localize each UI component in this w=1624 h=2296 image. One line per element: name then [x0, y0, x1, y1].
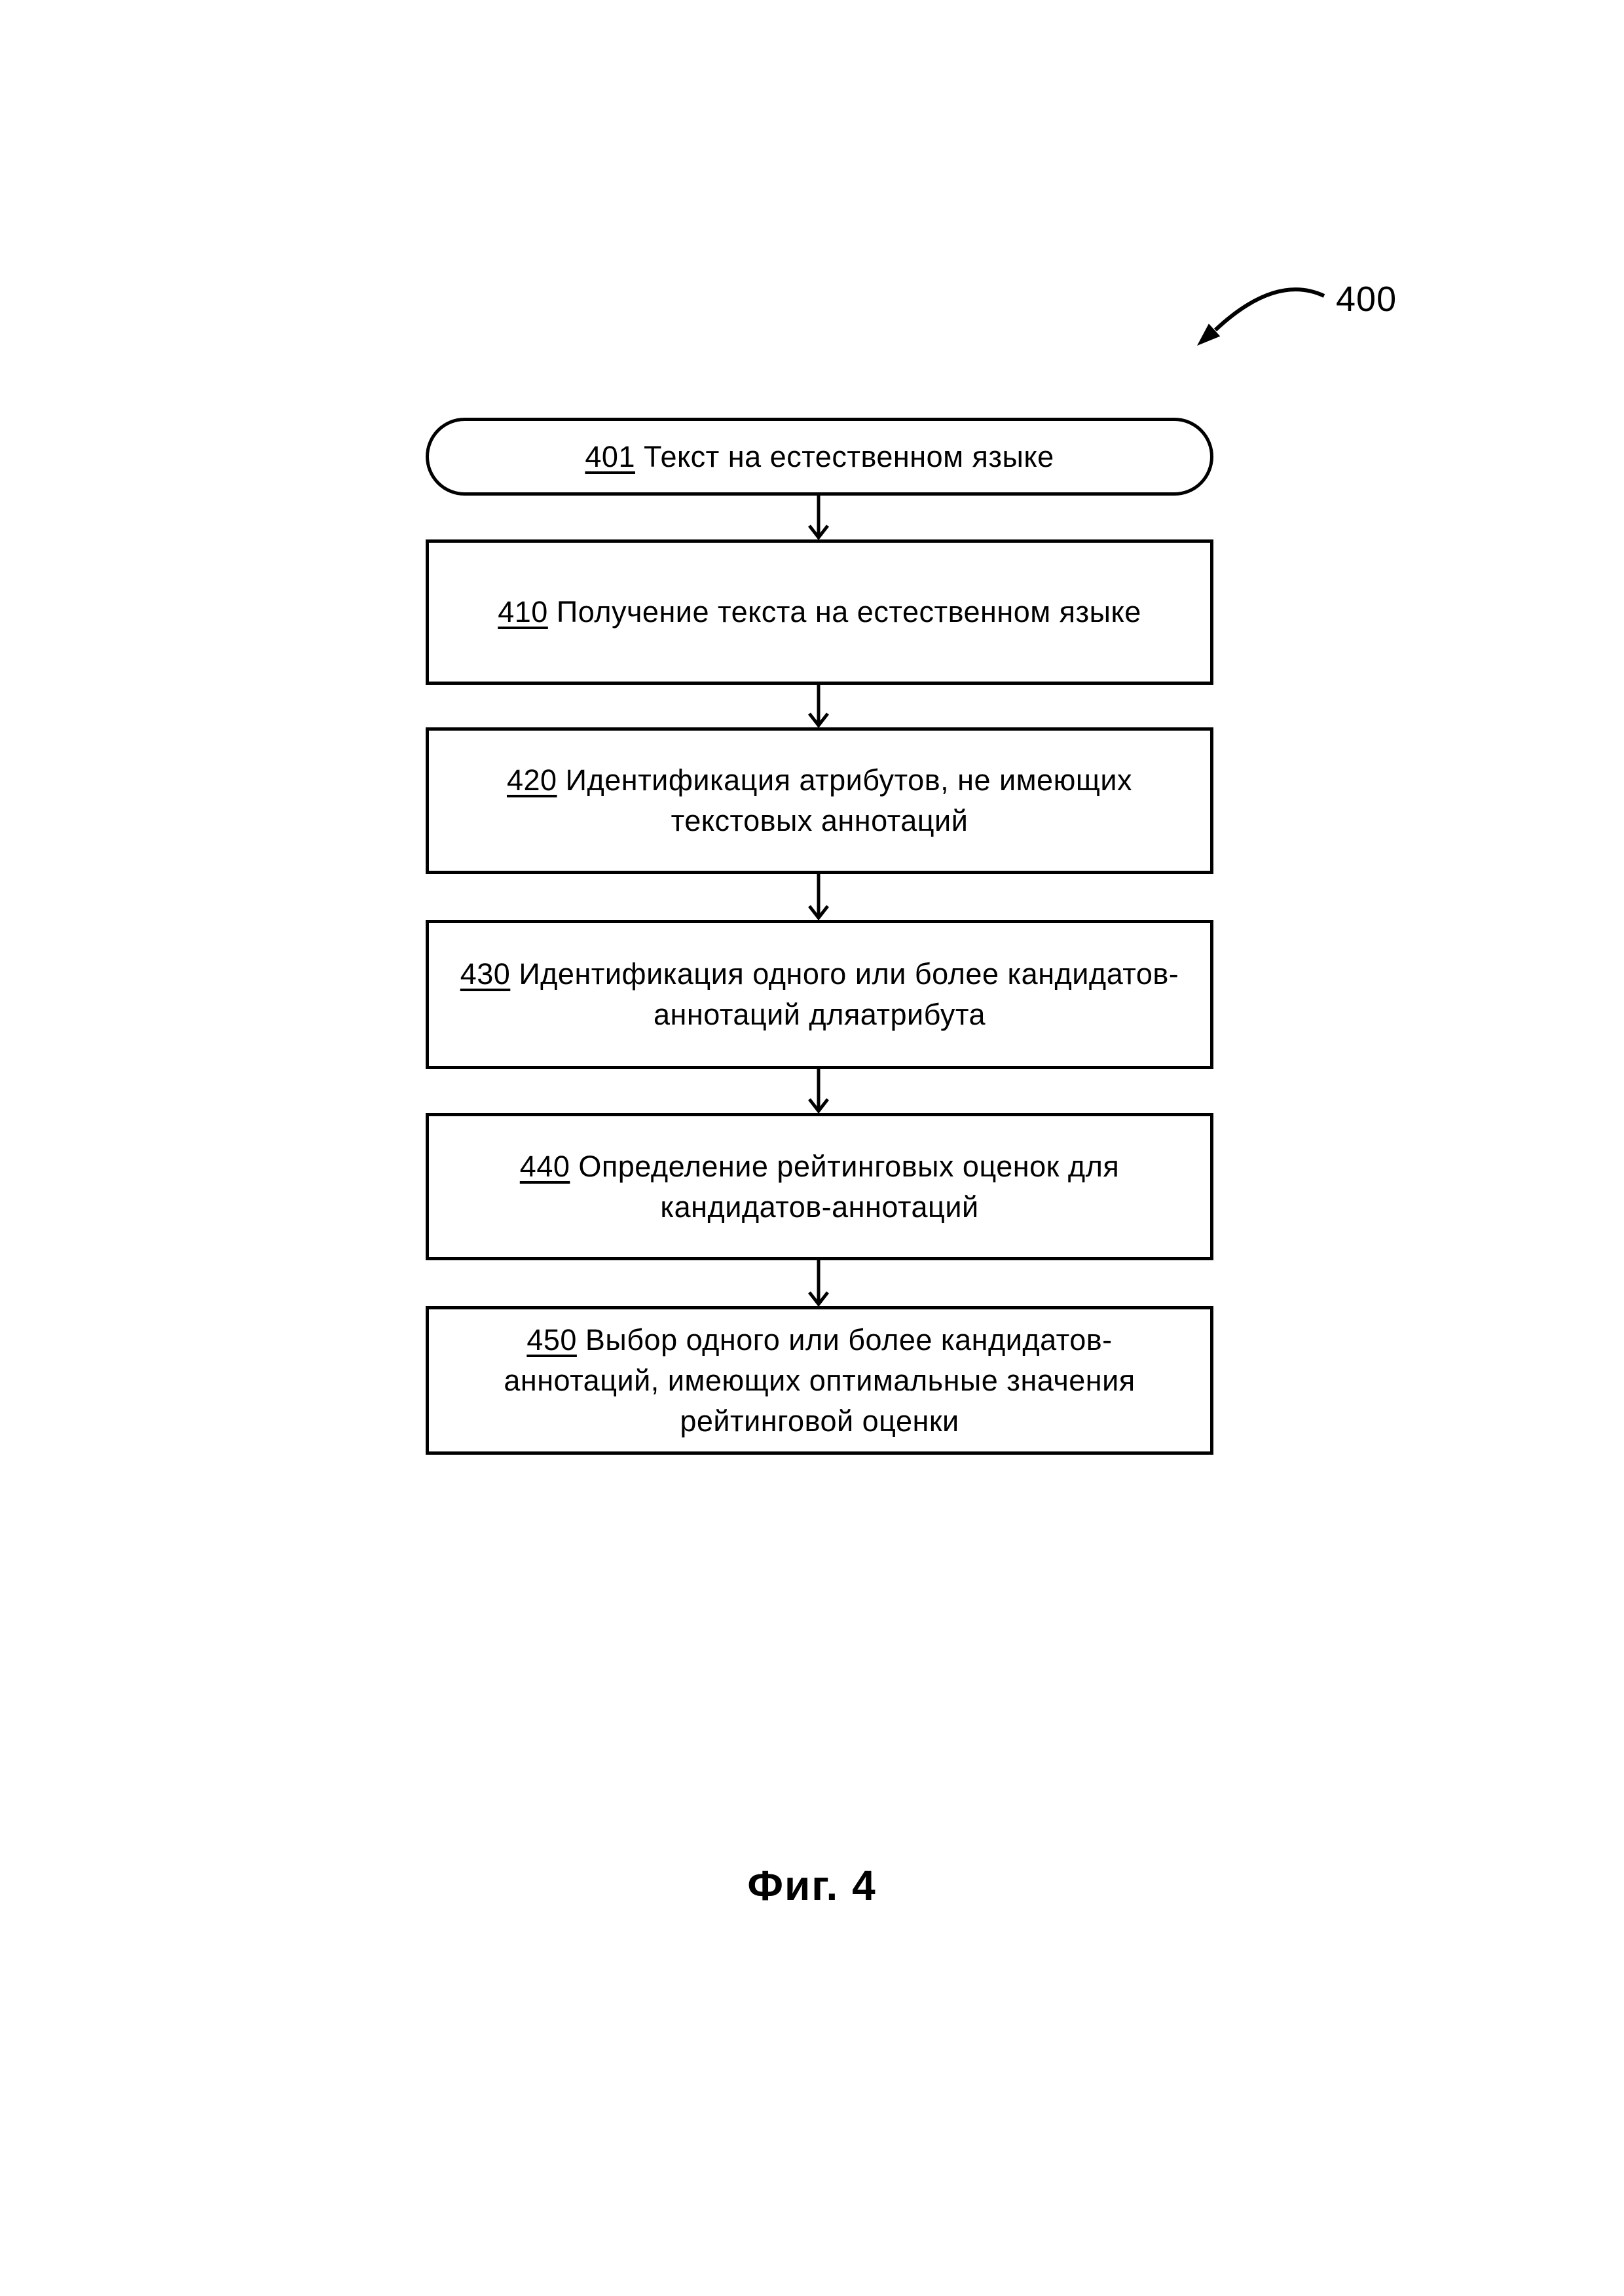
flow-node-430: 430 Идентификация одного или более канди…: [426, 920, 1213, 1069]
flow-node-410: 410 Получение текста на естественном язы…: [426, 539, 1213, 685]
step-text-420: Идентификация атрибутов, не имеющих текс…: [565, 763, 1132, 837]
flow-arrow-410-420: [808, 685, 829, 727]
figure-reference-number: 400: [1336, 280, 1397, 319]
reference-curved-arrow: [1197, 287, 1325, 346]
flow-arrow-420-430: [808, 874, 829, 920]
step-text-410: Получение текста на естественном языке: [556, 595, 1141, 629]
flow-node-401: 401 Текст на естественном языке: [426, 418, 1213, 496]
step-number-401: 401: [585, 439, 635, 473]
flow-arrow-401-410: [808, 496, 829, 539]
flow-node-430-label: 430 Идентификация одного или более канди…: [456, 954, 1183, 1035]
flow-node-440: 440 Определение рейтинговых оценок для к…: [426, 1113, 1213, 1260]
flow-node-420-label: 420 Идентификация атрибутов, не имеющих …: [456, 760, 1183, 841]
flow-node-420: 420 Идентификация атрибутов, не имеющих …: [426, 727, 1213, 874]
flow-node-410-label: 410 Получение текста на естественном язы…: [498, 592, 1141, 632]
step-text-450: Выбор одного или более кандидатов-аннота…: [504, 1322, 1135, 1438]
step-number-410: 410: [498, 595, 548, 629]
step-text-401: Текст на естественном языке: [644, 439, 1054, 473]
flow-arrow-430-440: [808, 1069, 829, 1113]
step-number-420: 420: [506, 763, 557, 797]
step-text-430: Идентификация одного или более кандидато…: [519, 957, 1179, 1031]
flow-node-440-label: 440 Определение рейтинговых оценок для к…: [456, 1146, 1183, 1228]
step-number-450: 450: [526, 1322, 577, 1357]
step-text-440: Определение рейтинговых оценок для канди…: [578, 1149, 1120, 1224]
flow-node-401-label: 401 Текст на естественном языке: [585, 437, 1054, 477]
step-number-440: 440: [519, 1149, 570, 1183]
figure-caption: Фиг. 4: [747, 1862, 877, 1909]
flow-arrow-440-450: [808, 1260, 829, 1306]
flow-node-450-label: 450 Выбор одного или более кандидатов-ан…: [456, 1320, 1183, 1442]
flow-node-450: 450 Выбор одного или более кандидатов-ан…: [426, 1306, 1213, 1455]
step-number-430: 430: [460, 957, 511, 991]
